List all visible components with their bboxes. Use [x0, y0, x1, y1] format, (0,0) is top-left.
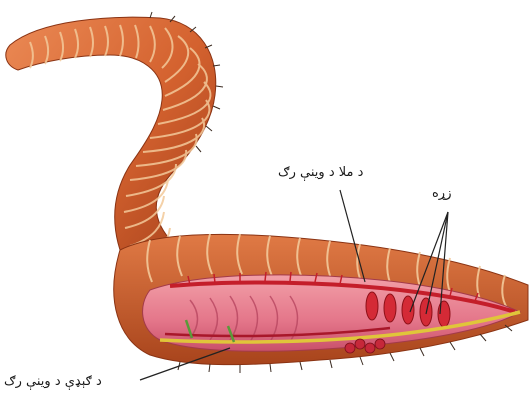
ventral-vessel-label: د ګېډې د وينې رګ	[4, 374, 102, 390]
hearts-label: زړه	[432, 186, 452, 202]
dorsal-vessel-label: د ملا د وينې رګ	[278, 165, 363, 181]
